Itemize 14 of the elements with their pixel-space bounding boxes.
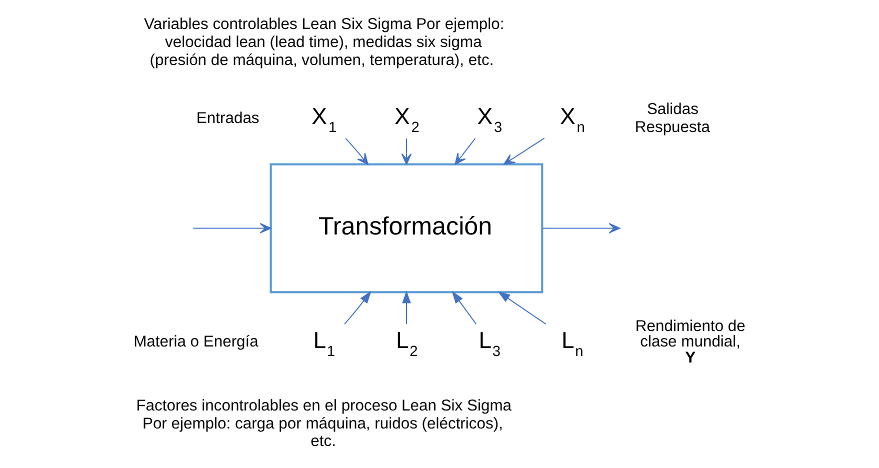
label: Entradas — [196, 110, 260, 127]
label: Variables controlables Lean Six Sigma Por ejemplo: velocidad lean (lead time), medidas six sigma (presión de máquina, volumen, temperatura), etc. — [144, 16, 504, 69]
node-text: L$_{3}$ — [478, 326, 501, 360]
node-text: X$_{3}$ — [477, 103, 502, 136]
label: Rendimiento de clase mundial, Y — [635, 318, 746, 366]
node-text: X$_{2}$ — [394, 103, 420, 136]
label: Factores incontrolables en el proceso Lean Six Sigma Por ejemplo: carga por máquina, ruidos (eléctricos), etc. — [136, 398, 512, 450]
label: Salidas Respuesta — [634, 101, 710, 136]
node-text: X$_{n}$ — [560, 103, 585, 136]
node-text: L$_{2}$ — [396, 326, 418, 360]
node-text: L$_{1}$ — [313, 326, 336, 360]
node-text: L$_{n}$ — [562, 326, 584, 360]
label: Materia o Energía — [134, 334, 258, 351]
node-text: X$_{1}$ — [312, 103, 337, 136]
